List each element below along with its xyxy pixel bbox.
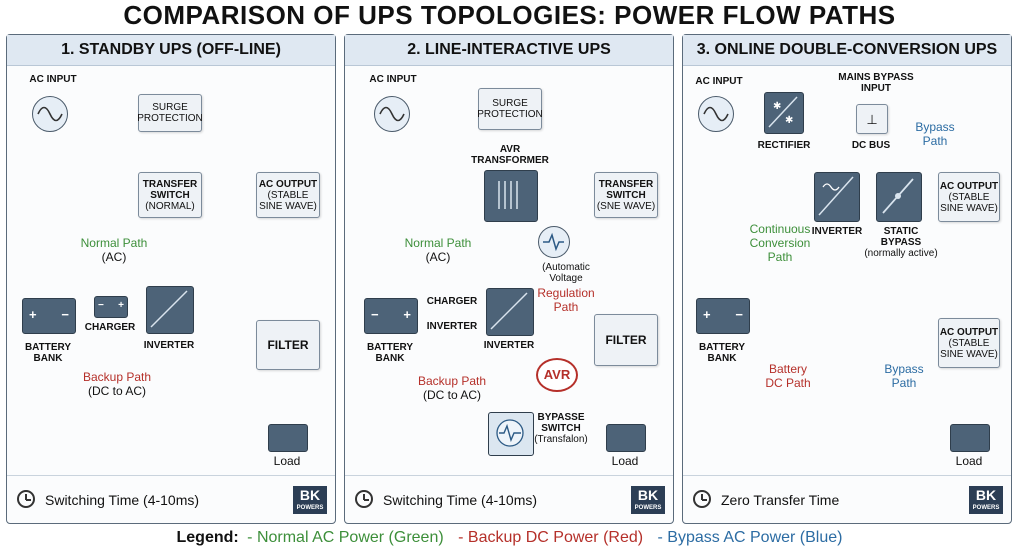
transfer-time: Zero Transfer Time: [721, 492, 840, 508]
avr-badge: AVR: [536, 358, 578, 392]
ac-input-label: AC INPUT: [695, 76, 743, 87]
ac-input-label: AC INPUT: [369, 74, 417, 85]
inverter-side-label: INVERTER: [426, 321, 478, 332]
normal-path-label: Normal Path(AC): [80, 236, 148, 264]
legend: Legend: - Normal AC Power (Green) - Back…: [0, 527, 1019, 549]
inverter-label: INVERTER: [483, 340, 535, 351]
load-icon: [606, 424, 646, 452]
legend-backup: - Backup DC Power (Red): [458, 529, 644, 546]
panel-header: 1. STANDBY UPS (OFF-LINE): [7, 35, 335, 66]
voltage-regulation-icon: [538, 226, 570, 258]
panel-header: 2. LINE-INTERACTIVE UPS: [345, 35, 673, 66]
inverter-icon: [146, 286, 194, 334]
clock-icon: [355, 490, 373, 508]
battery-icon: +−: [22, 298, 76, 334]
dc-bus-label: DC BUS: [851, 140, 891, 151]
battery-icon: +−: [696, 298, 750, 334]
load-label: Load: [955, 454, 983, 468]
filter-box: FILTER: [256, 320, 320, 370]
load-label: Load: [273, 454, 301, 468]
static-bypass-icon: [876, 172, 922, 222]
inverter-label: INVERTER: [811, 226, 863, 237]
ac-input-label: AC INPUT: [29, 74, 77, 85]
legend-normal: - Normal AC Power (Green): [247, 529, 444, 546]
inverter-icon: [486, 288, 534, 336]
dc-bus-icon: ⊥: [856, 104, 888, 134]
charger-label: CHARGER: [84, 322, 136, 333]
legend-label: Legend:: [176, 529, 239, 546]
charger-label: CHARGER: [426, 296, 478, 307]
backup-path-label: Backup Path(DC to AC): [82, 370, 152, 398]
svg-text:✱: ✱: [785, 115, 793, 126]
switching-time: Switching Time (4-10ms): [45, 492, 200, 508]
rectifier-icon: ✱✱: [764, 92, 804, 134]
filter-box: FILTER: [594, 314, 658, 366]
bypass-switch-icon: [488, 412, 534, 456]
load-icon: [950, 424, 990, 452]
clock-icon: [17, 490, 35, 508]
normal-path-label: Normal Path(AC): [404, 236, 472, 264]
ac-sine-icon: [32, 96, 68, 132]
backup-path-label: Backup Path(DC to AC): [417, 374, 487, 402]
transformer-icon: [484, 170, 538, 222]
page-title: COMPARISON OF UPS TOPOLOGIES: POWER FLOW…: [123, 0, 896, 30]
inverter-label: INVERTER: [143, 340, 195, 351]
ac-sine-icon: [698, 96, 734, 132]
ac-sine-icon: [374, 96, 410, 132]
svg-text:✱: ✱: [773, 101, 781, 112]
inverter-icon: [814, 172, 860, 222]
rectifier-label: RECTIFIER: [757, 140, 811, 151]
load-icon: [268, 424, 308, 452]
clock-icon: [693, 490, 711, 508]
load-label: Load: [611, 454, 639, 468]
battery-icon: −+: [364, 298, 418, 334]
switching-time: Switching Time (4-10ms): [383, 492, 538, 508]
legend-bypass: - Bypass AC Power (Blue): [657, 529, 843, 546]
charger-icon: −+: [94, 296, 128, 318]
panel-header: 3. ONLINE DOUBLE-CONVERSION UPS: [683, 35, 1011, 66]
